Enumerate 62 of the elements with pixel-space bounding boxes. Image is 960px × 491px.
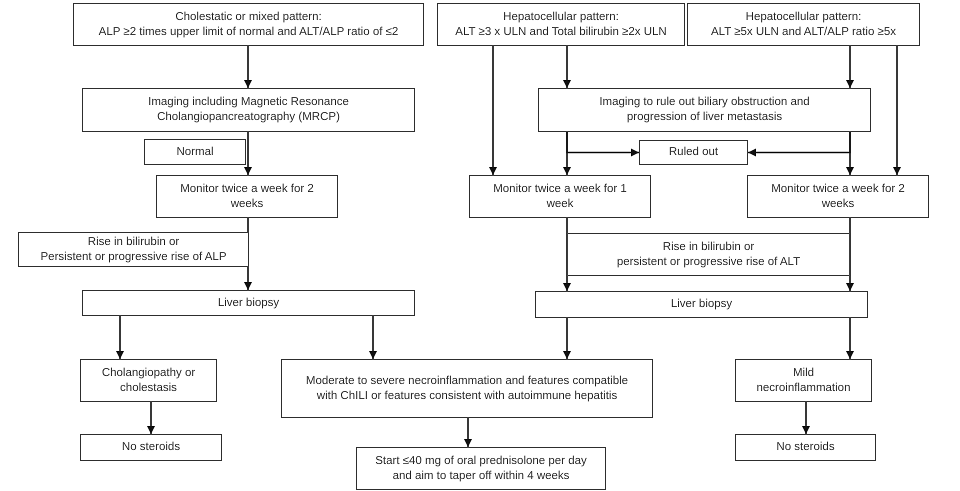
box-text: Liver biopsy — [670, 297, 732, 312]
process-box — [82, 88, 415, 132]
arrow — [846, 218, 854, 291]
box-text: persistent or progressive rise of ALT — [616, 254, 800, 270]
outcome-box — [735, 434, 876, 461]
process-box — [535, 291, 868, 318]
arrow — [464, 418, 472, 447]
outcome-box — [80, 434, 222, 461]
box-text: Persistent or progressive rise of ALP — [40, 250, 226, 264]
arrow — [369, 316, 377, 359]
arrow — [244, 46, 252, 88]
condition-box — [567, 233, 850, 276]
box-text: Rise in bilirubin or — [662, 240, 754, 254]
arrow — [846, 46, 854, 88]
box-text: Hepatocellular pattern: — [503, 10, 619, 24]
box-text: ALT ≥5x ULN and ALT/ALP ratio ≥5x — [710, 24, 896, 40]
arrow — [563, 46, 571, 88]
arrow — [147, 402, 155, 434]
process-box — [538, 88, 871, 132]
box-text: Monitor twice a week for 2 weeks — [770, 182, 906, 212]
result-box — [281, 359, 653, 418]
condition-box — [18, 232, 249, 267]
arrow — [846, 132, 854, 175]
condition-box — [687, 3, 920, 46]
result-box — [80, 359, 217, 402]
arrow — [563, 318, 571, 359]
box-text: Mild necroinflammation — [756, 366, 852, 396]
box-text: ALT ≥3 x ULN and Total bilirubin ≥2x ULN — [455, 24, 667, 40]
condition-box — [73, 3, 424, 46]
box-text: Monitor twice a week for 2 weeks — [179, 182, 315, 212]
box-text: Imaging to rule out biliary obstruction and progression of liver metastasis — [598, 95, 811, 125]
box-text: Start ≤40 mg of oral prednisolone per day and aim to taper off within 4 weeks — [374, 454, 588, 484]
arrow — [802, 402, 810, 434]
box-text: ALP ≥2 times upper limit of normal and ALT/ALP ratio of ≤2 — [98, 24, 398, 40]
process-box — [469, 175, 651, 218]
condition-box — [437, 3, 685, 46]
process-box — [747, 175, 929, 218]
box-text: Normal — [176, 144, 214, 160]
arrow — [563, 132, 571, 175]
box-text: Monitor twice a week for 1 week — [492, 182, 628, 212]
process-box — [156, 175, 338, 218]
box-text: Cholestatic or mixed pattern: — [175, 10, 322, 24]
box-text: Moderate to severe necroinflammation and features compatible with ChILI or features consistent with autoimmune hepatitis — [304, 374, 630, 404]
arrow — [489, 46, 497, 175]
box-text: Rise in bilirubin or — [88, 234, 180, 250]
outcome-box — [356, 447, 606, 490]
box-text: Hepatocellular pattern: — [746, 10, 862, 24]
result-box — [144, 139, 246, 165]
result-box — [639, 140, 748, 165]
process-box — [82, 290, 415, 316]
box-text: Imaging including Magnetic Resonance Cholangiopancreatography (MRCP) — [147, 95, 350, 125]
box-text: No steroids — [122, 440, 180, 455]
box-text: Liver biopsy — [218, 296, 280, 310]
result-box — [735, 359, 872, 402]
box-text: Cholangiopathy or cholestasis — [100, 366, 196, 396]
arrow — [846, 318, 854, 359]
arrow — [116, 316, 124, 359]
box-text: Ruled out — [668, 145, 718, 160]
box-text: No steroids — [776, 440, 835, 455]
arrow — [244, 132, 252, 175]
arrow — [893, 46, 901, 175]
arrow — [563, 218, 571, 291]
